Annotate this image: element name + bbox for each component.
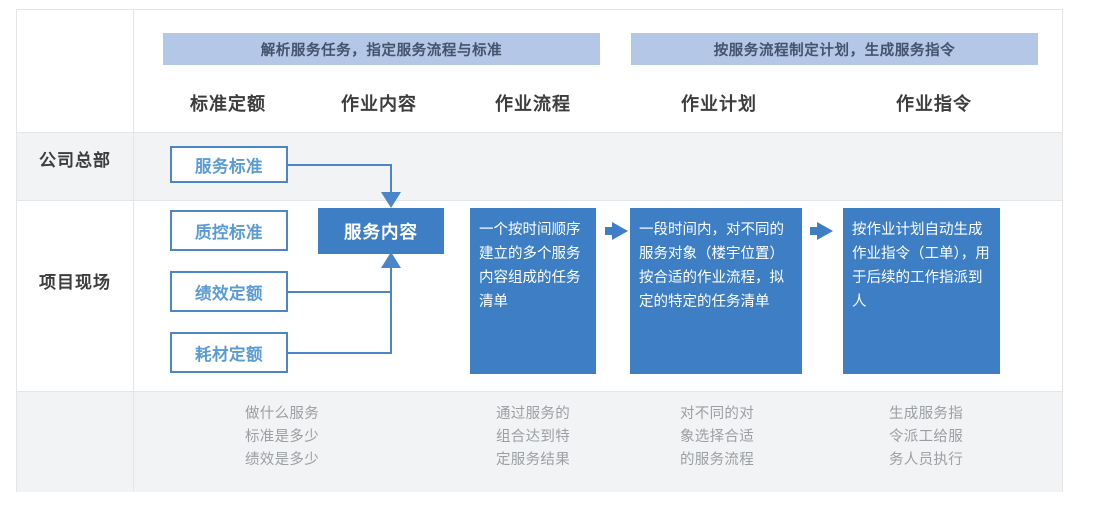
connector-standard-vertical (390, 164, 392, 192)
note-4-line-1: 生成服务指 (889, 406, 963, 422)
note-3-line-1: 对不同的对 (680, 406, 754, 422)
box-consumable-quota[interactable]: 耗材定额 (170, 332, 288, 373)
phase-banner-1-label: 解析服务任务，指定服务流程与标准 (260, 42, 503, 59)
note-3: 对不同的对 象选择合适 的服务流程 (657, 403, 777, 472)
box-service-standard[interactable]: 服务标准 (170, 146, 288, 183)
box-service-content-label: 服务内容 (344, 221, 418, 242)
box-work-plan[interactable]: 一段时间内，对不同的服务对象（楼宇位置）按合适的作业流程，拟定的特定的任务清单 (630, 208, 802, 374)
box-work-order[interactable]: 按作业计划自动生成作业指令（工单），用于后续的工作指派到人 (843, 208, 1000, 374)
grid-col-divider-1 (133, 10, 134, 491)
phase-banner-1: 解析服务任务，指定服务流程与标准 (163, 33, 600, 65)
grid-row-divider-2 (17, 200, 1062, 201)
grid-row-divider-3 (17, 391, 1062, 392)
box-quality-standard[interactable]: 质控标准 (170, 210, 288, 251)
note-4: 生成服务指 令派工给服 务人员执行 (866, 403, 986, 472)
row-label-hq: 公司总部 (17, 146, 133, 171)
connector-consumable-horizontal (288, 352, 392, 354)
box-performance-quota-label: 绩效定额 (195, 284, 263, 303)
note-3-line-3: 的服务流程 (680, 452, 754, 468)
row-label-hq-text: 公司总部 (39, 151, 111, 170)
note-1: 做什么服务 标准是多少 绩效是多少 (222, 403, 342, 472)
phase-banner-2: 按服务流程制定计划，生成服务指令 (631, 33, 1038, 65)
box-service-standard-label: 服务标准 (195, 157, 263, 176)
note-2-line-2: 组合达到特 (496, 429, 570, 445)
column-header-5-label: 作业指令 (896, 94, 972, 114)
column-header-5: 作业指令 (872, 90, 996, 116)
row-band-footer (17, 391, 1062, 492)
note-1-line-1: 做什么服务 (245, 406, 319, 422)
box-work-plan-label: 一段时间内，对不同的服务对象（楼宇位置）按合适的作业流程，拟定的特定的任务清单 (639, 222, 784, 310)
note-2-line-3: 定服务结果 (496, 452, 570, 468)
note-4-line-3: 务人员执行 (889, 452, 963, 468)
column-header-2-label: 作业内容 (341, 94, 417, 114)
column-header-4: 作业计划 (657, 90, 781, 116)
grid-row-divider-1 (17, 132, 1062, 133)
box-quality-standard-label: 质控标准 (195, 223, 263, 242)
note-1-line-3: 绩效是多少 (245, 452, 319, 468)
column-header-1-label: 标准定额 (190, 94, 266, 114)
note-3-line-2: 象选择合适 (680, 429, 754, 445)
row-label-site: 项目现场 (17, 268, 133, 293)
box-performance-quota[interactable]: 绩效定额 (170, 271, 288, 312)
column-header-3: 作业流程 (471, 90, 595, 116)
connector-performance-horizontal (288, 291, 392, 293)
phase-banner-2-label: 按服务流程制定计划，生成服务指令 (713, 42, 956, 59)
row-label-site-text: 项目现场 (39, 273, 111, 292)
connector-quota-riser (390, 268, 392, 354)
column-header-1: 标准定额 (166, 90, 290, 116)
box-service-content[interactable]: 服务内容 (318, 208, 444, 254)
column-header-3-label: 作业流程 (495, 94, 571, 114)
column-header-2: 作业内容 (317, 90, 441, 116)
box-work-flow-label: 一个按时间顺序建立的多个服务内容组成的任务清单 (479, 222, 581, 310)
box-work-flow[interactable]: 一个按时间顺序建立的多个服务内容组成的任务清单 (470, 208, 596, 374)
box-consumable-quota-label: 耗材定额 (195, 345, 263, 364)
box-work-order-label: 按作业计划自动生成作业指令（工单），用于后续的工作指派到人 (852, 222, 990, 310)
note-2: 通过服务的 组合达到特 定服务结果 (473, 403, 593, 472)
note-4-line-2: 令派工给服 (889, 429, 963, 445)
note-1-line-2: 标准是多少 (245, 429, 319, 445)
connector-standard-horizontal (288, 164, 392, 166)
note-2-line-1: 通过服务的 (496, 406, 570, 422)
column-header-4-label: 作业计划 (681, 94, 757, 114)
